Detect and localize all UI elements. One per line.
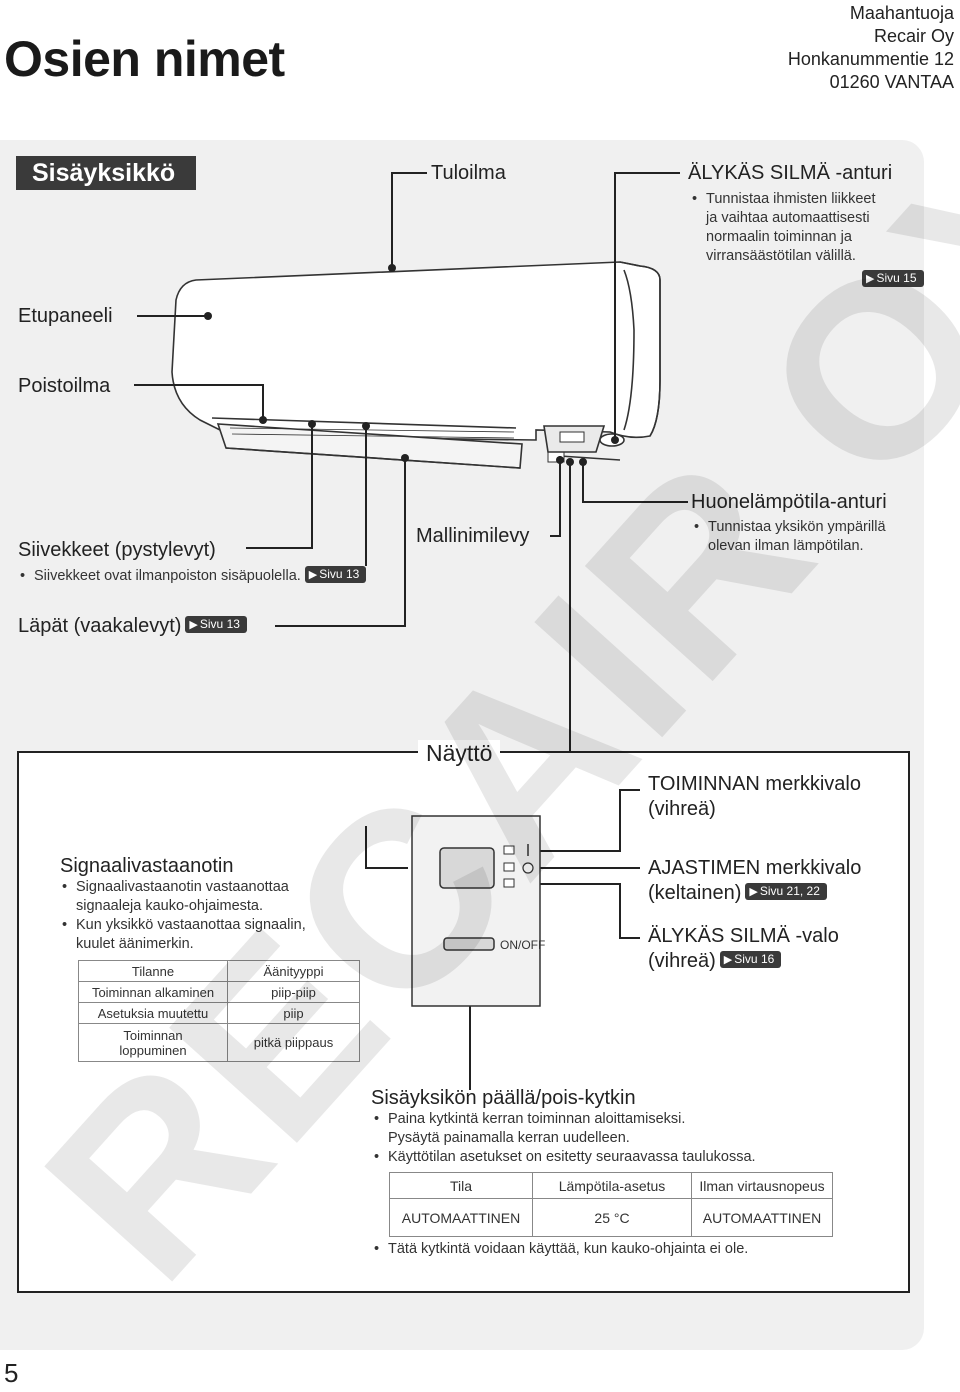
signal-receiver-label: Signaalivastaanotin xyxy=(60,855,234,877)
label-line: (vihreä) xyxy=(648,798,716,820)
display-label: Näyttö xyxy=(418,740,501,767)
table-cell: Asetuksia muutettu xyxy=(78,1002,228,1024)
page-ref-text: Sivu 16 xyxy=(734,952,775,967)
smart-eye-sensor-description: •Tunnistaa ihmisten liikkeet ja vaihtaa … xyxy=(692,191,876,264)
label-line: AJASTIMEN merkkivalo xyxy=(648,857,862,879)
page-ref-text: Sivu 21, 22 xyxy=(759,884,820,899)
table-row: Toiminnan alkaminen piip-piip xyxy=(78,981,360,1003)
importer-line: Maahantuoja xyxy=(849,3,954,23)
page-ref-badge: ▶Sivu 15 xyxy=(858,270,924,290)
label-text: Läpät (vaakalevyt) xyxy=(18,615,182,637)
table-cell: AUTOMAATTINEN xyxy=(389,1198,533,1237)
table-header: Tila xyxy=(389,1172,533,1199)
table-header: Äänityyppi xyxy=(227,960,360,982)
bullet-text: Pysäytä painamalla kerran uudelleen. xyxy=(388,1130,630,1146)
operation-indicator-label: TOIMINNAN merkkivalo (vihreä) xyxy=(648,772,861,822)
play-icon: ▶ xyxy=(189,619,198,632)
bullet-text: Signaalivastaanotin vastaanottaa xyxy=(76,879,289,895)
page-ref-text: Sivu 13 xyxy=(199,617,240,632)
play-icon: ▶ xyxy=(866,273,875,286)
page-ref-text: Sivu 13 xyxy=(319,566,360,581)
smart-eye-light-label: ÄLYKÄS SILMÄ -valo (vihreä) ▶Sivu 16 xyxy=(648,924,839,974)
table-row: Tilanne Äänityyppi xyxy=(78,960,360,982)
table-header: Lämpötila-asetus xyxy=(532,1172,692,1199)
label-line: (keltainen) xyxy=(648,882,742,904)
vertical-vanes-description: •Siivekkeet ovat ilmanpoiston sisäpuolel… xyxy=(20,565,367,586)
supply-air-label: Tuloilma xyxy=(431,162,506,184)
onoff-switch-label: Sisäyksikön päällä/pois-kytkin xyxy=(371,1087,636,1109)
mode-table: Tila Lämpötila-asetus Ilman virtausnopeu… xyxy=(389,1172,833,1237)
signal-receiver-description: •Signaalivastaanotin vastaanottaa signaa… xyxy=(62,879,306,952)
bullet-text: kuulet äänimerkin. xyxy=(76,936,194,952)
table-cell: AUTOMAATTINEN xyxy=(691,1198,833,1237)
room-temp-sensor-label: Huonelämpötila-anturi xyxy=(691,491,887,513)
importer-line: Honkanummentie 12 xyxy=(787,49,954,69)
play-icon: ▶ xyxy=(749,886,758,899)
sound-table: Tilanne Äänityyppi Toiminnan alkaminen p… xyxy=(78,960,360,1062)
bullet-text: virransäästötilan välillä. xyxy=(706,248,856,264)
vertical-vanes-label: Siivekkeet (pystylevyt) xyxy=(18,539,216,561)
table-row: Tila Lämpötila-asetus Ilman virtausnopeu… xyxy=(389,1172,833,1199)
onoff-switch-description: •Paina kytkintä kerran toiminnan aloitta… xyxy=(374,1111,756,1165)
page-title: Osien nimet xyxy=(4,31,285,87)
importer-line: Recair Oy xyxy=(873,26,954,46)
bullet-text: Siivekkeet ovat ilmanpoiston sisäpuolell… xyxy=(34,568,301,584)
importer-address: Maahantuoja Recair Oy Honkanummentie 12 … xyxy=(788,2,954,94)
model-plate-label: Mallinimilevy xyxy=(416,525,530,547)
bullet-text: olevan ilman lämpötilan. xyxy=(708,538,864,554)
label-line: TOIMINNAN merkkivalo xyxy=(648,773,861,795)
front-panel-label: Etupaneeli xyxy=(18,305,113,327)
label-line: ÄLYKÄS SILMÄ -valo xyxy=(648,925,839,947)
bullet-text: Käyttötilan asetukset on esitetty seuraa… xyxy=(388,1149,756,1165)
table-cell: Toiminnan alkaminen xyxy=(78,981,228,1003)
bullet-text: Paina kytkintä kerran toiminnan aloittam… xyxy=(388,1111,686,1127)
table-row: Asetuksia muutettu piip xyxy=(78,1002,360,1024)
onoff-button-label: ON/OFF xyxy=(500,938,546,952)
cell-line: Toiminnan xyxy=(123,1027,183,1043)
bullet-text: Kun yksikkö vastaanottaa signaalin, xyxy=(76,917,306,933)
page-number: 5 xyxy=(4,1358,19,1388)
cell-line: loppuminen xyxy=(119,1042,187,1058)
bullet-text: Tunnistaa ihmisten liikkeet xyxy=(706,191,876,207)
table-header: Ilman virtausnopeus xyxy=(691,1172,833,1199)
bullet-text: normaalin toiminnan ja xyxy=(706,229,852,245)
play-icon: ▶ xyxy=(723,954,733,967)
onoff-switch-note: •Tätä kytkintä voidaan käyttää, kun kauk… xyxy=(374,1241,749,1257)
indoor-unit-heading: Sisäyksikkö xyxy=(16,156,196,190)
smart-eye-sensor-label: ÄLYKÄS SILMÄ -anturi xyxy=(688,162,893,184)
bullet-text: signaaleja kauko-ohjaimesta. xyxy=(76,898,263,914)
exhaust-air-label: Poistoilma xyxy=(18,375,111,397)
table-row: AUTOMAATTINEN 25 °C AUTOMAATTINEN xyxy=(389,1198,833,1237)
play-icon: ▶ xyxy=(308,568,318,581)
importer-line: 01260 VANTAA xyxy=(829,72,954,92)
horizontal-flaps-label: Läpät (vaakalevyt) ▶Sivu 13 xyxy=(18,615,247,638)
page-ref-text: Sivu 15 xyxy=(876,271,917,286)
room-temp-sensor-description: •Tunnistaa yksikön ympärillä olevan ilma… xyxy=(694,519,886,554)
timer-indicator-label: AJASTIMEN merkkivalo (keltainen) ▶Sivu 21… xyxy=(648,856,861,906)
label-line: (vihreä) xyxy=(648,950,716,972)
bullet-text: Tätä kytkintä voidaan käyttää, kun kauko… xyxy=(388,1241,749,1257)
bullet-text: Tunnistaa yksikön ympärillä xyxy=(708,519,886,535)
table-cell: 25 °C xyxy=(532,1198,692,1237)
bullet-text: ja vaihtaa automaattisesti xyxy=(706,210,870,226)
table-cell: pitkä piippaus xyxy=(227,1023,360,1062)
